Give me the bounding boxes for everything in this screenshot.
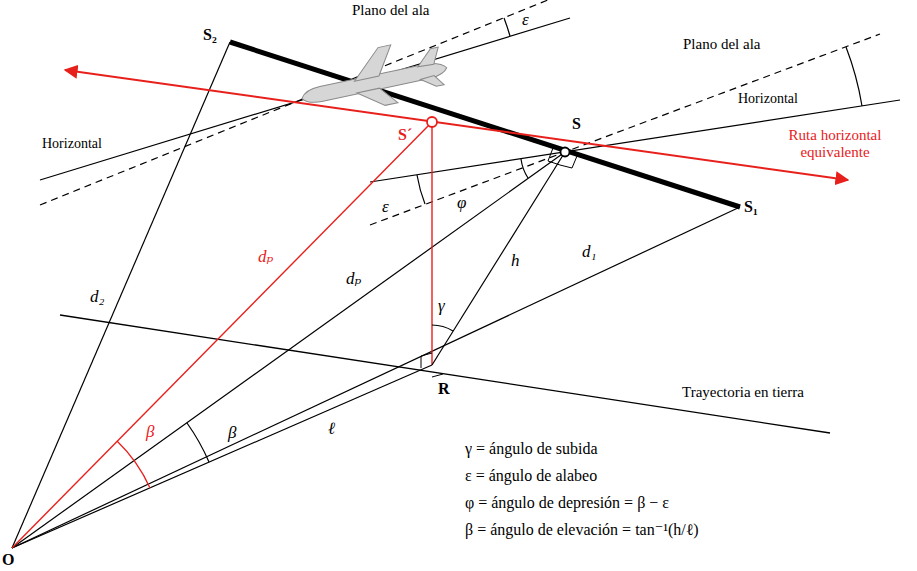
plane-label: Plano del ala	[683, 36, 760, 53]
slant-distance-line	[12, 207, 740, 548]
slant-distance-line	[12, 122, 432, 548]
flight-path-line	[230, 42, 740, 207]
point-label: S´	[398, 126, 412, 144]
point-label: R	[438, 380, 450, 398]
distance-symbol: h	[511, 252, 520, 271]
height-line	[432, 152, 565, 365]
point-label: S₁	[744, 198, 758, 216]
angle-symbol: γ	[438, 297, 445, 316]
right-angle-mark	[421, 353, 432, 368]
point-label: O	[2, 551, 14, 569]
reference-label: Horizontal	[738, 91, 798, 106]
angle-symbol: ε	[522, 11, 529, 30]
elevation-angle-arc	[187, 423, 209, 462]
angle-symbol: β	[146, 423, 154, 442]
definition-text: γ = ángulo de subida	[465, 440, 598, 458]
airplane-icon	[295, 34, 452, 122]
bank-angle-arc	[846, 47, 862, 106]
angle-symbol: ε	[382, 198, 389, 217]
depression-angle-arc	[521, 159, 528, 178]
slant-distance-line	[12, 42, 230, 548]
point-marker	[561, 148, 570, 157]
slant-distance-line	[12, 152, 565, 548]
angle-symbol: β	[228, 424, 236, 443]
definition-text: β = ángulo de elevación = tan⁻¹(h/ℓ)	[465, 521, 699, 539]
distance-symbol: d₂	[90, 288, 104, 307]
point-label: S	[572, 115, 581, 133]
point-marker	[427, 117, 437, 127]
point-label: S₂	[203, 26, 217, 44]
bank-angle-arc	[417, 175, 425, 204]
distance-symbol: dₚ	[346, 270, 361, 289]
distance-symbol: ℓ	[328, 420, 335, 439]
ground-track-line	[60, 315, 830, 433]
climb-angle-arc	[432, 325, 453, 331]
route-label: Ruta horizontal equivalente	[776, 127, 894, 160]
plane-label: Plano del ala	[352, 2, 429, 19]
distance-symbol: d₁	[582, 243, 596, 262]
right-angle-mark	[560, 156, 577, 168]
definition-text: φ = ángulo de depresión = β − ε	[465, 494, 669, 512]
equivalent-route-arrow	[65, 70, 848, 180]
height-line	[431, 122, 432, 365]
distance-symbol: dₚ	[258, 248, 273, 267]
angle-symbol: φ	[457, 194, 466, 213]
horizontal-line	[40, 18, 570, 180]
right-angle-mark	[432, 374, 443, 377]
bank-angle-arc	[504, 18, 510, 36]
definition-text: ε = ángulo de alabeo	[465, 467, 597, 485]
track-label: Trayectoria en tierra	[682, 384, 804, 401]
ground-distance-line	[12, 365, 432, 548]
elevation-angle-arc	[117, 441, 150, 488]
reference-label: Horizontal	[42, 136, 102, 151]
